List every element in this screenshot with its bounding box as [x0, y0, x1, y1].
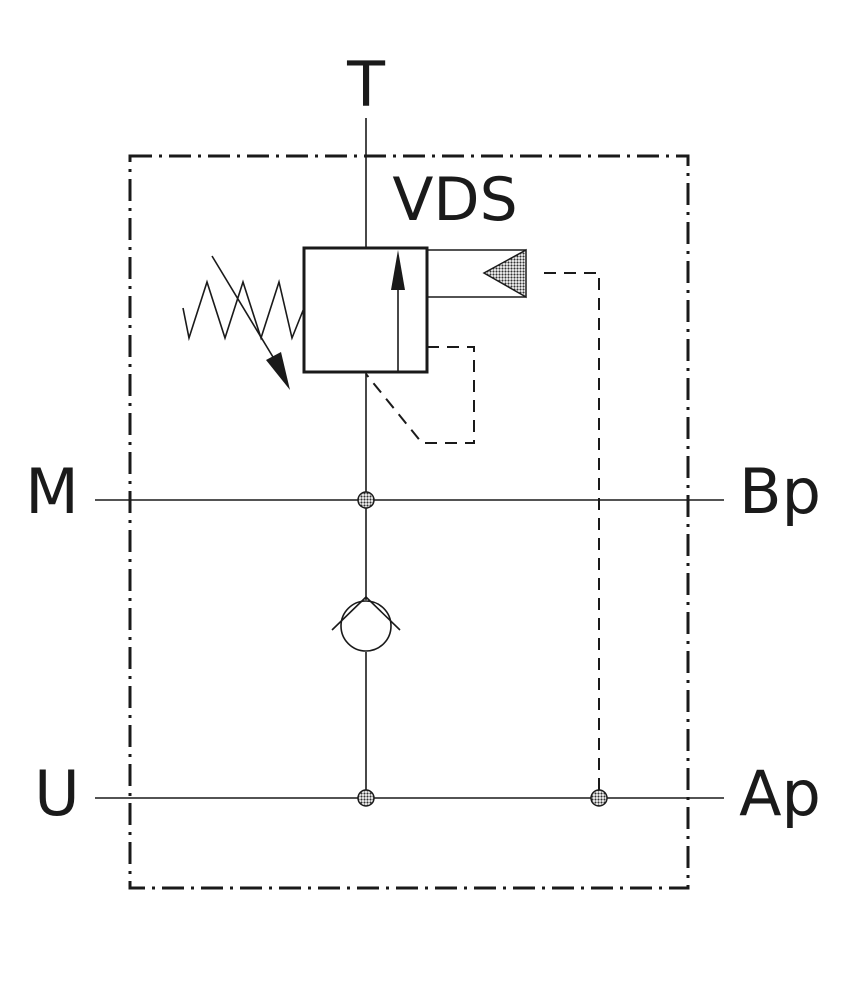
relief-valve-body	[302, 246, 429, 374]
junction-dot-icon	[357, 491, 608, 807]
pilot-triangle-icon	[427, 248, 527, 299]
spring-zigzag	[182, 278, 305, 342]
valve-label-vds: VDS	[392, 165, 517, 235]
valve-drain-line	[365, 346, 475, 444]
pressure-relief-valve-icon	[302, 246, 429, 374]
relief-valve-flow-arrow	[391, 250, 405, 290]
valve-block-boundary	[128, 154, 690, 890]
check-valve-icon	[331, 595, 401, 652]
port-label-t: T	[346, 48, 386, 121]
port-label-bp: Bp	[739, 455, 821, 528]
junction-u-ap-pilot	[590, 789, 608, 807]
pilot-triangle	[482, 248, 527, 299]
junction-u-center	[357, 789, 375, 807]
port-label-u: U	[34, 757, 79, 830]
port-label-m: M	[25, 455, 79, 528]
port-label-ap: Ap	[739, 757, 821, 830]
spring-adjust-arrow	[266, 352, 290, 390]
check-valve-ball	[340, 600, 392, 652]
spring-adjust-line	[211, 255, 277, 363]
check-valve-seat	[331, 595, 401, 631]
adjustable-spring-icon	[182, 255, 305, 390]
pilot-line-to-ap	[544, 272, 600, 790]
junction-m-bp	[357, 491, 375, 509]
